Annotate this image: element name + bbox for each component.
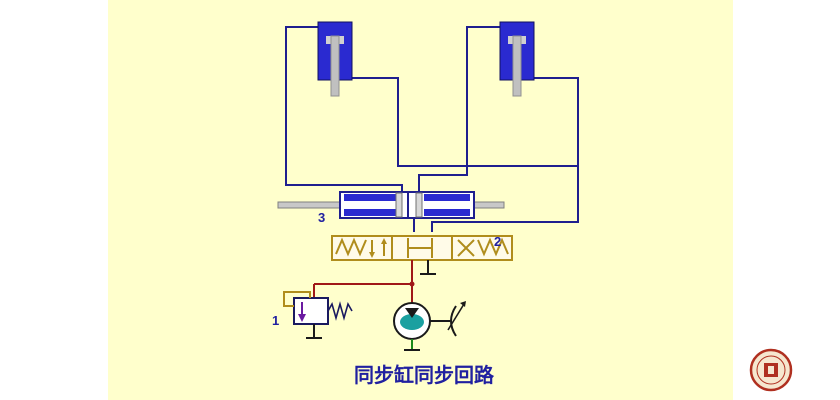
sync-cylinder-right-fill-bottom (424, 209, 470, 216)
hydraulic-lines (285, 26, 579, 232)
directional-valve (331, 235, 513, 261)
pipe-left-cylinder-cap (285, 26, 403, 194)
valve-right-cross-2 (457, 239, 475, 257)
hydraulic-pump (393, 301, 466, 340)
sync-cylinder-left-piston (395, 192, 403, 218)
sync-cylinder-left-fill-top (344, 194, 396, 201)
relief-valve-arrowhead (298, 314, 306, 322)
sync-cylinder-left-fill-bottom (344, 209, 396, 216)
relief-valve-pilot-line (283, 291, 311, 307)
pressure-junction (409, 281, 415, 287)
pressure-line (313, 260, 413, 304)
pipe-right-cylinder-rod (534, 77, 579, 166)
motor-symbol (450, 305, 457, 337)
pump-fluid (400, 314, 424, 330)
label-directional-valve: 2 (494, 234, 501, 249)
pump-arrowhead (405, 308, 419, 318)
sync-cylinder-right-piston (415, 192, 423, 218)
label-relief-valve: 1 (272, 313, 279, 328)
motor-variable-arrow (447, 303, 465, 331)
university-seal-icon (749, 348, 793, 392)
relief-valve (283, 291, 353, 339)
relief-valve-tank (306, 324, 322, 339)
valve-tank-return (420, 260, 436, 275)
valve-arrowhead-left (369, 252, 375, 258)
valve-arrowhead-right (381, 238, 387, 244)
label-synchronizing-cylinder: 3 (318, 210, 325, 225)
valve-spring-left (335, 237, 367, 257)
synchronizing-cylinder (277, 191, 505, 219)
right-cylinder-rod (512, 35, 522, 97)
relief-valve-body (293, 297, 329, 325)
relief-valve-spring (327, 301, 353, 321)
right-cylinder (499, 21, 535, 97)
motor-variable-arrowhead (460, 301, 466, 307)
left-cylinder-rod (330, 35, 340, 97)
pipe-right-cylinder-cap (418, 26, 500, 194)
sync-cylinder-right-fill-top (424, 194, 470, 201)
suction-line (404, 339, 420, 351)
diagram-caption: 同步缸同步回路 (354, 363, 495, 387)
valve-spring-right (477, 237, 509, 257)
left-cylinder (317, 21, 353, 97)
